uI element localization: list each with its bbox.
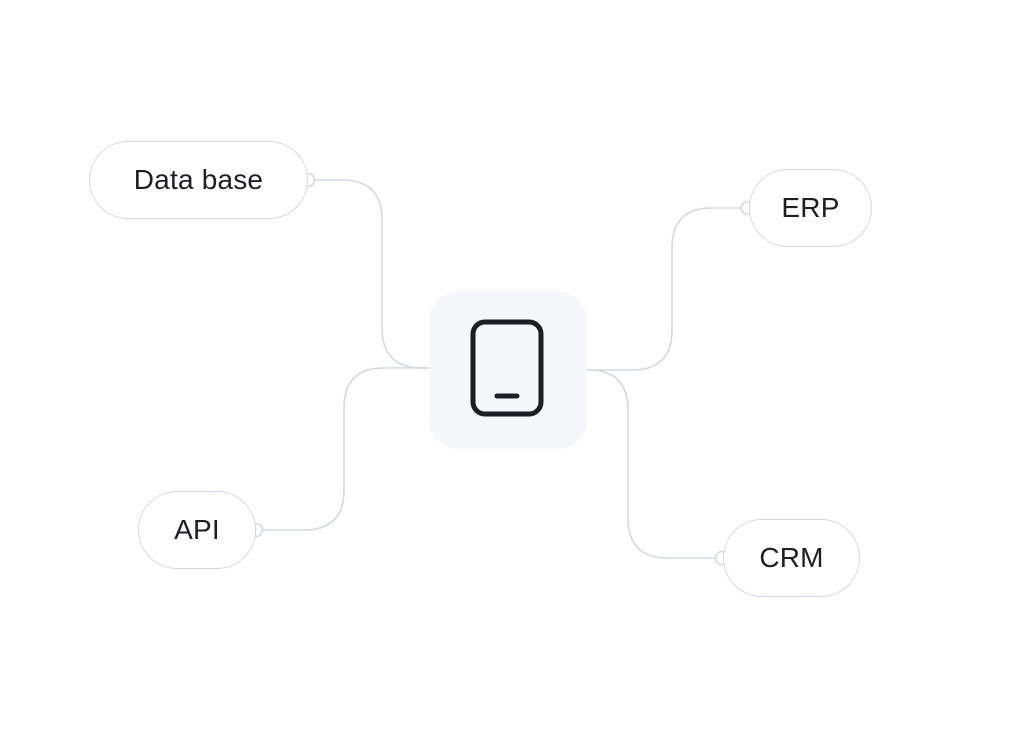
connector-api — [256, 367, 432, 531]
hub-node — [429, 291, 587, 449]
node-erp[interactable]: ERP — [749, 169, 872, 247]
connector-database — [308, 179, 432, 369]
connector-erp — [584, 207, 748, 371]
connector-crm — [584, 369, 722, 559]
node-crm[interactable]: CRM — [723, 519, 860, 597]
node-crm-label: CRM — [759, 542, 824, 573]
node-erp-label: ERP — [781, 192, 840, 223]
node-database-label: Data base — [133, 164, 264, 195]
smartphone-icon — [470, 319, 544, 417]
node-database[interactable]: Data base — [89, 141, 308, 219]
node-api[interactable]: API — [138, 491, 256, 569]
node-api-label: API — [174, 514, 220, 545]
